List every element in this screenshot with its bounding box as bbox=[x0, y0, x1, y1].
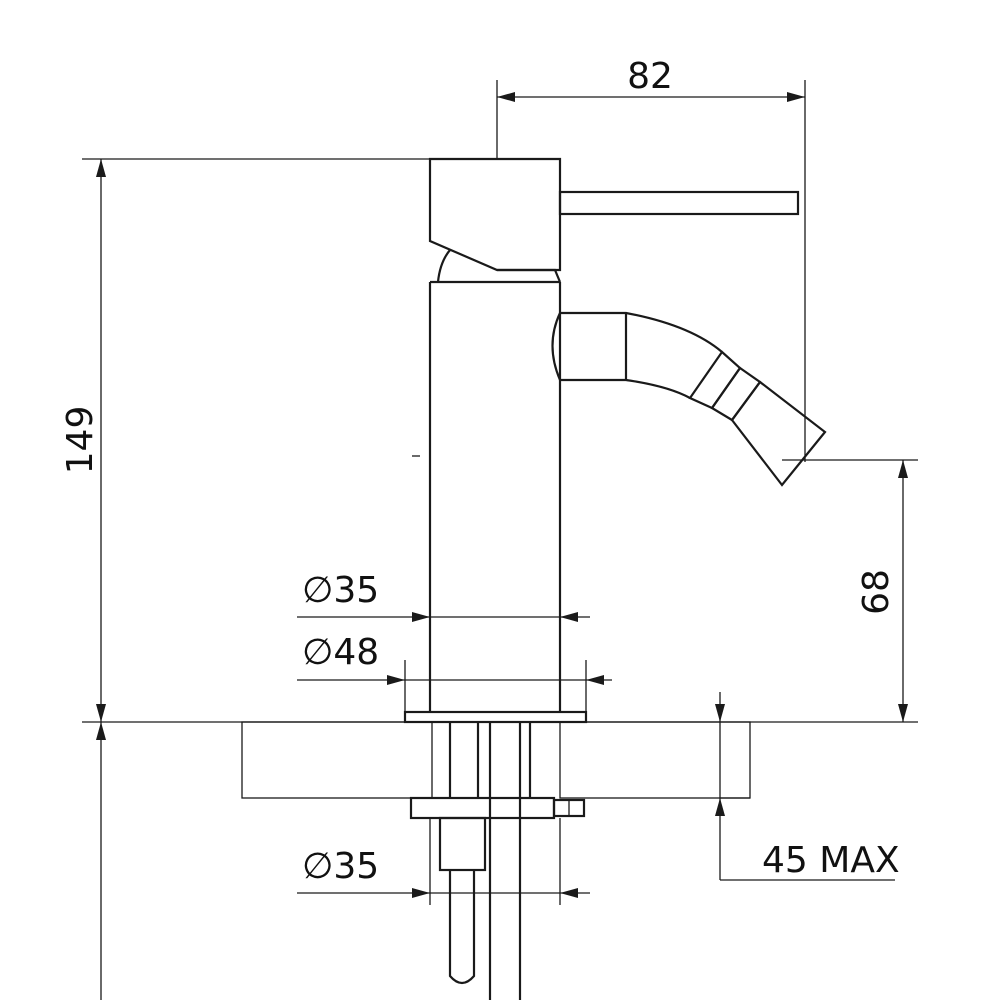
mounting-hardware bbox=[409, 722, 586, 1000]
dimension-spout-height bbox=[782, 459, 918, 722]
dimension-label-shank-diameter: ∅35 bbox=[302, 846, 379, 887]
dimension-total-height bbox=[82, 158, 430, 1000]
dimension-label-68: 68 bbox=[856, 569, 897, 615]
dimension-spout-reach bbox=[496, 80, 806, 462]
countertop-section bbox=[241, 721, 751, 799]
dimension-body-diameter bbox=[297, 612, 590, 622]
dimension-label-base-diameter: ∅48 bbox=[302, 632, 379, 673]
dimension-base-diameter bbox=[297, 660, 612, 712]
dimension-label-body-diameter: ∅35 bbox=[302, 570, 379, 611]
dimension-label-149: 149 bbox=[60, 406, 101, 475]
bidet-spout bbox=[551, 311, 827, 487]
mixer-body bbox=[403, 157, 800, 724]
dimension-max-deck-thickness bbox=[715, 692, 895, 881]
dimension-label-82: 82 bbox=[627, 56, 673, 97]
dimension-label-45-max: 45 MAX bbox=[762, 840, 900, 881]
dimension-shank-diameter bbox=[297, 818, 590, 905]
